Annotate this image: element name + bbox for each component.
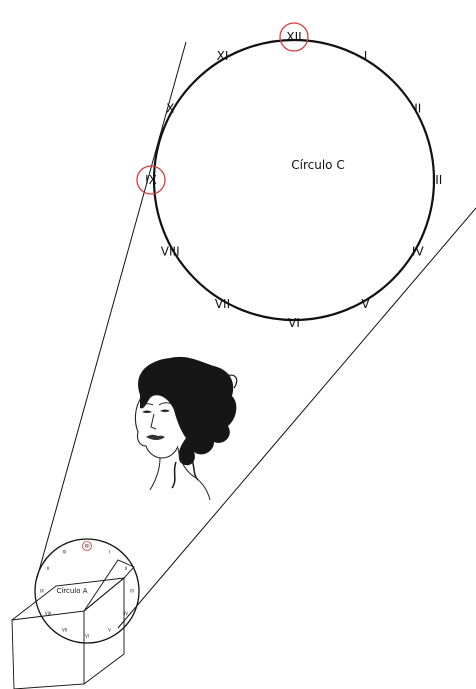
circle-c-numeral-i: I [364, 49, 368, 63]
lips [146, 435, 165, 440]
hair-shape [138, 357, 236, 465]
cube-front-face [12, 611, 84, 689]
cube-right-edges [84, 578, 124, 684]
eye-left [142, 411, 152, 414]
neck [150, 458, 160, 490]
circle-a-numeral-xi: XI [63, 550, 67, 555]
circle-c-numeral-x: X [166, 102, 174, 116]
nose [151, 414, 156, 429]
cube-top-edges [12, 578, 124, 620]
circle-c-numeral-viii: VIII [161, 245, 180, 259]
circle-a-numeral-viii: VIII [45, 611, 51, 616]
circle-a-numeral-iv: IV [124, 611, 128, 616]
circle-a-numeral-iii: III [130, 589, 134, 594]
hair-strand [172, 462, 176, 488]
circle-a-numeral-xii: XII [84, 544, 89, 549]
circle-c-numeral-iii: III [432, 173, 443, 187]
circle-c-numeral-v: V [361, 297, 370, 311]
circle-c-numeral-xi: XI [217, 49, 229, 63]
circle-a-numeral-x: X [47, 566, 50, 571]
cone-lines [37, 42, 476, 628]
circle-c-numeral-ii: II [414, 102, 421, 116]
circle-a-numeral-v: V [108, 628, 111, 633]
circle-c-numeral-ix: IX [145, 173, 157, 187]
circle-a-numeral-i: I [109, 550, 110, 555]
circle-a-numeral-ii: II [125, 566, 127, 571]
circle-c-label: Círculo C [291, 158, 344, 172]
cone-line-right [118, 208, 476, 628]
eye-right [160, 410, 170, 413]
woman-face-sketch [135, 357, 236, 500]
circle-a-numeral-vi: VI [85, 634, 89, 639]
circle-c-numeral-vii: VII [215, 297, 230, 311]
cone-line-left [37, 42, 186, 578]
cube [12, 560, 134, 689]
circle-c-outline [154, 40, 434, 320]
circle-a-numeral-ix: IX [40, 589, 44, 594]
circle-c-numeral-xii: XII [286, 30, 301, 44]
circle-a-label: Círculo A [56, 587, 87, 595]
circle-c-numeral-iv: IV [412, 245, 425, 259]
shoulder-line [196, 478, 210, 500]
circle-a-numeral-vii: VII [62, 628, 67, 633]
brow-right [159, 403, 172, 405]
circle-c-numeral-vi: VI [288, 316, 300, 330]
